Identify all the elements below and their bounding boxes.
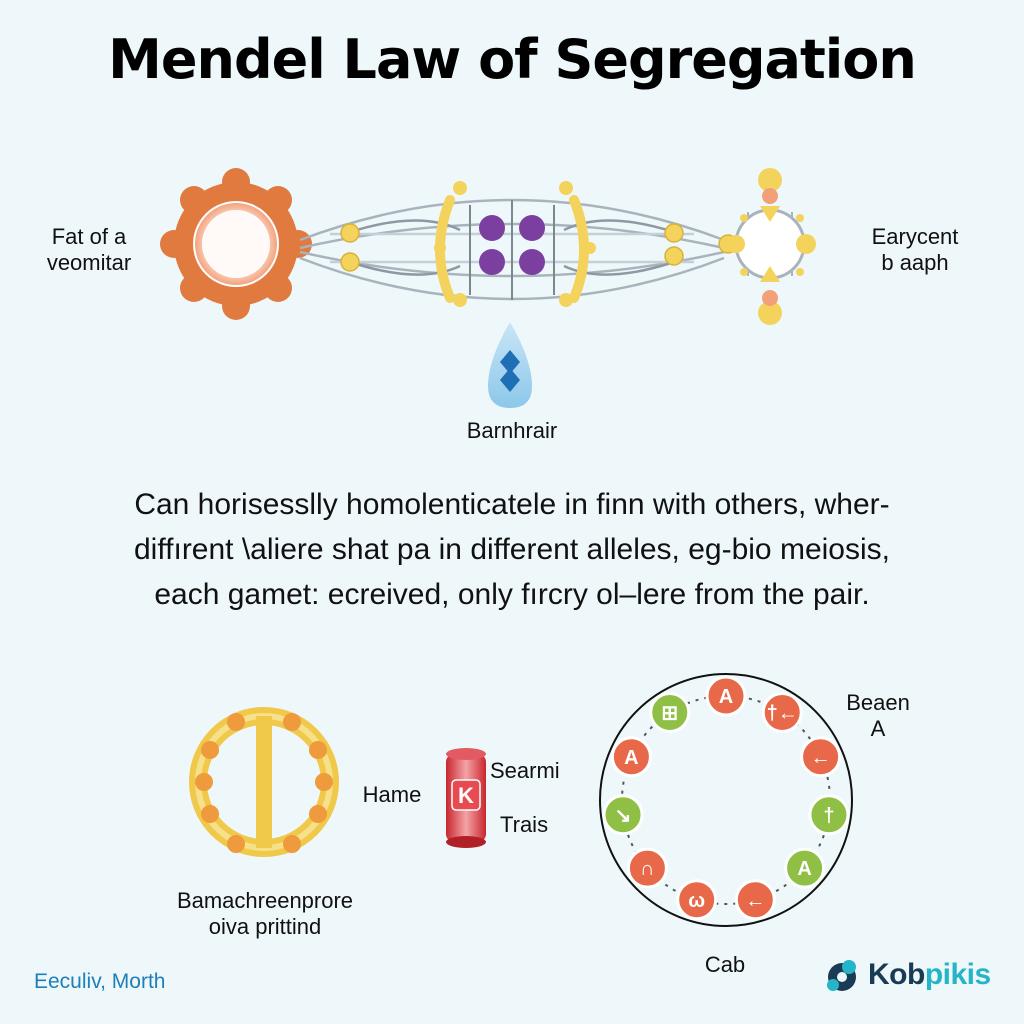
page-title: Mendel Law of Segregation [108,28,917,91]
gear-caption-line2: oiva prittind [208,914,322,939]
right-cell-label-line1: Earycent [871,224,959,249]
ring-node-glyph: ω [688,890,705,912]
searmi-label: Searmi [490,758,560,783]
trais-label: Trais [500,812,549,837]
droplet-label: Barnhrair [466,418,558,443]
right-cell-label: Earycent b aaph [850,224,980,276]
ring-node-glyph: ⊞ [661,703,678,725]
ring-node: † [808,794,850,836]
ring-top-right-label-line1: Beaen [846,690,910,715]
ring-node-circle [734,879,776,921]
left-cell-label-line1: Fat of a [51,224,127,249]
paragraph-line-1: Can horisesslly homolenticatele in finn … [134,488,890,521]
ring-node: ← [800,736,842,778]
ring-node-circle [784,847,826,889]
logo-text: Kobpikis [868,958,991,992]
ring-node-circle [626,847,668,889]
ring-node-glyph: † [823,805,834,827]
paragraph-line-3: each gamet: ecreived, only fırcry ol–ler… [154,578,870,611]
ring-node-circle [602,794,644,836]
ring-node-glyph: ∩ [640,858,654,880]
ring-node-circle [676,879,718,921]
tube-letter: K [458,783,474,808]
ring-node-glyph: †← [767,703,798,725]
right-cell-label-line2: b aaph [881,250,949,275]
gear-caption-line1: Bamachreenprore [176,888,354,913]
ring-node-circle [761,692,803,734]
paragraph-line-2: diffırent \aliere shat pa in different a… [134,533,890,566]
ring-node: A [610,736,652,778]
left-cell-label: Fat of a veomitar [24,224,154,276]
ring-node-glyph: A [797,858,811,880]
ring-node-circle [808,794,850,836]
ring-node: A [784,847,826,889]
ring-node-circle [705,675,747,717]
ring-node: †← [761,692,803,734]
ring-node: ∩ [626,847,668,889]
ring-bottom-label: Cab [704,952,746,977]
ring-node: ↘ [602,794,644,836]
ring-node-glyph: ↘ [615,805,632,827]
hame-label: Hame [362,782,422,807]
allele-ring: A †← ← † A ← ω ∩ ↘ A ⊞ [599,673,853,927]
droplet-icon [488,322,532,408]
chromosome-cluster [434,181,596,307]
gear-ring-icon [189,707,339,857]
logo-text-dark: Kob [868,958,925,991]
ring-node-circle [610,736,652,778]
gear-caption: Bamachreenprore oiva prittind [150,888,380,940]
left-cell-label-line2: veomitar [46,250,132,275]
ring-node-glyph: A [624,747,638,769]
right-cell-icon [727,168,816,325]
ring-node-circle [800,736,842,778]
ring-node-circle [649,692,691,734]
explanation-paragraph: Can horisesslly homolenticatele in finn … [40,482,984,617]
footer-credit: Eeculiv, Morth [34,970,166,993]
ring-node-glyph: ← [745,890,765,912]
ring-top-right-label-line2: A [870,716,886,741]
ring-node: ω [676,879,718,921]
brand-logo: Kobpikis [822,952,991,998]
ring-node: A [705,675,747,717]
ring-node-glyph: ← [811,747,831,769]
ring-node-glyph: A [719,686,733,708]
ring-top-right-label: Beaen A [828,690,928,742]
logo-icon [827,960,856,991]
left-cell-icon [160,168,312,320]
logo-text-accent: pikis [924,958,991,991]
ring-node: ⊞ [649,692,691,734]
ring-node: ← [734,879,776,921]
tube-icon: K [446,748,486,848]
